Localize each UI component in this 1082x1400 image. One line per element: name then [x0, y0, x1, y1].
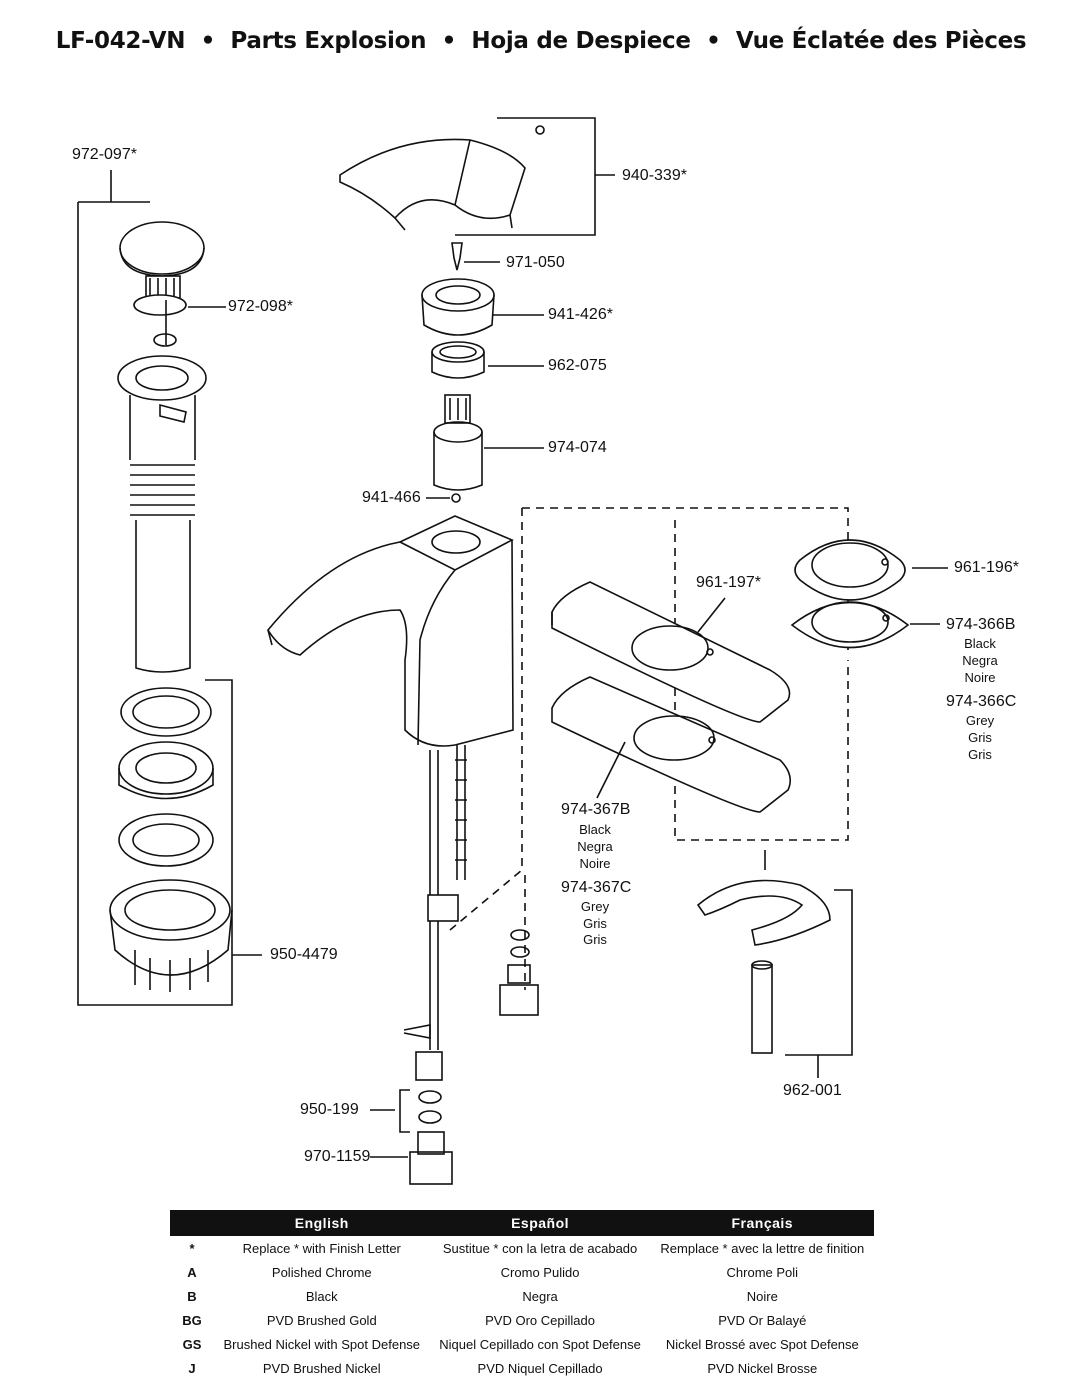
deckplate-gasket-part: [551, 676, 791, 813]
legend-french: Nickel Brossé avec Spot Defense: [665, 1336, 859, 1352]
legend-spanish: PVD Niquel Cepillado: [477, 1360, 603, 1376]
handle-part: [339, 117, 615, 236]
hose-washers-part: [409, 1090, 453, 1185]
label-974-366c: 974-366C: [946, 693, 1017, 710]
legend-french: PVD Or Balayé: [718, 1312, 807, 1328]
dome-cap-part: [421, 278, 495, 336]
legend-french: PVD Nickel Brosse: [707, 1360, 818, 1376]
finish-black-en: Black: [964, 636, 996, 651]
legend-code: GS: [182, 1336, 202, 1352]
label-962-001: 962-001: [783, 1082, 842, 1099]
legend-header-spanish: Español: [429, 1210, 651, 1236]
label-961-196: 961-196*: [954, 559, 1019, 576]
title-spanish: Hoja de Despiece: [471, 28, 691, 54]
page-title: LF-042-VN • Parts Explosion • Hoja de De…: [55, 28, 1027, 54]
mounting-bracket-part: [696, 879, 831, 1054]
finish-black-fr-2: Noire: [579, 856, 611, 871]
legend-spanish: Niquel Cepillado con Spot Defense: [439, 1336, 641, 1352]
label-974-367b: 974-367B: [561, 801, 631, 818]
label-972-098: 972-098*: [228, 298, 293, 315]
mounting-rod-part: [403, 745, 467, 1081]
legend-english: PVD Brushed Gold: [266, 1312, 377, 1328]
drain-washers-part: [109, 687, 233, 992]
legend-spanish: Cromo Pulido: [500, 1264, 580, 1280]
legend-row: BG PVD Brushed Gold PVD Oro Cepillado PV…: [170, 1308, 874, 1332]
legend-code: BG: [182, 1312, 202, 1328]
finish-black-en-2: Black: [579, 822, 611, 837]
label-962-075: 962-075: [548, 357, 607, 374]
legend-english: Brushed Nickel with Spot Defense: [223, 1336, 421, 1352]
legend-row: B Black Negra Noire: [170, 1284, 874, 1308]
legend-row: J PVD Brushed Nickel PVD Niquel Cepillad…: [170, 1356, 874, 1380]
supply-fitting-part: [499, 929, 539, 1016]
finish-black-es: Negra: [962, 653, 998, 668]
legend-spanish: Negra: [522, 1288, 558, 1304]
legend-row: A Polished Chrome Cromo Pulido Chrome Po…: [170, 1260, 874, 1284]
model-number: LF-042-VN: [55, 28, 186, 54]
legend-code: B: [187, 1288, 197, 1304]
title-french: Vue Éclatée des Pièces: [735, 28, 1027, 54]
label-974-367c: 974-367C: [561, 879, 632, 896]
label-971-050: 971-050: [506, 254, 565, 271]
legend-code-header: [170, 1210, 214, 1236]
legend-code: *: [189, 1240, 195, 1256]
label-974-366b: 974-366B: [946, 616, 1016, 633]
drain-body-part: [117, 355, 207, 673]
finish-grey-en-2: Grey: [580, 899, 610, 914]
finish-grey-es: Gris: [968, 730, 992, 745]
finish-grey-fr: Gris: [968, 747, 992, 762]
legend-code: J: [188, 1360, 196, 1376]
label-941-426: 941-426*: [548, 306, 613, 323]
label-940-339: 940-339*: [622, 167, 687, 184]
legend-english: PVD Brushed Nickel: [262, 1360, 381, 1376]
title-english: Parts Explosion: [230, 28, 427, 54]
cartridge-part: [433, 394, 483, 491]
legend-header-english: English: [214, 1210, 430, 1236]
legend-row: * Replace * with Finish Letter Sustitue …: [170, 1236, 874, 1260]
drain-bracket: [77, 170, 262, 1006]
finish-grey-es-2: Gris: [583, 916, 607, 931]
screw-part: [451, 242, 463, 271]
label-970-1159: 970-1159: [304, 1148, 371, 1165]
legend-header-french: Français: [650, 1210, 874, 1236]
label-961-197: 961-197*: [696, 574, 761, 591]
legend-code: A: [187, 1264, 197, 1280]
finish-grey-fr-2: Gris: [583, 932, 607, 947]
legend-english: Black: [305, 1288, 338, 1304]
parts-explosion-diagram: [77, 117, 948, 1185]
deckplate-part: [551, 581, 791, 723]
legend-english: Polished Chrome: [271, 1264, 372, 1280]
legend-french: Noire: [746, 1288, 778, 1304]
label-941-466: 941-466: [362, 489, 421, 506]
finish-black-fr: Noire: [964, 670, 996, 685]
label-950-4479: 950-4479: [270, 946, 338, 963]
gasket-part: [790, 601, 910, 649]
legend-english: Replace * with Finish Letter: [242, 1240, 401, 1256]
retaining-nut-part: [431, 341, 485, 379]
finish-black-es-2: Negra: [577, 839, 613, 854]
legend-spanish: Sustitue * con la letra de acabado: [442, 1240, 638, 1256]
finish-legend-table: English Español Français * Replace * wit…: [170, 1210, 874, 1380]
finish-grey-en: Grey: [965, 713, 995, 728]
legend-row: GS Brushed Nickel with Spot Defense Niqu…: [170, 1332, 874, 1356]
legend-french: Remplace * avec la lettre de finition: [660, 1240, 865, 1256]
faucet-body-part: [267, 515, 514, 747]
drain-stopper-part: [119, 221, 205, 347]
legend-spanish: PVD Oro Cepillado: [485, 1312, 595, 1328]
label-950-199: 950-199: [300, 1101, 359, 1118]
legend-header-row: English Español Français: [170, 1210, 874, 1236]
legend-french: Chrome Poli: [726, 1264, 799, 1280]
label-972-097: 972-097*: [72, 146, 137, 163]
label-974-074: 974-074: [548, 439, 607, 456]
square-trim-part: [794, 539, 906, 601]
